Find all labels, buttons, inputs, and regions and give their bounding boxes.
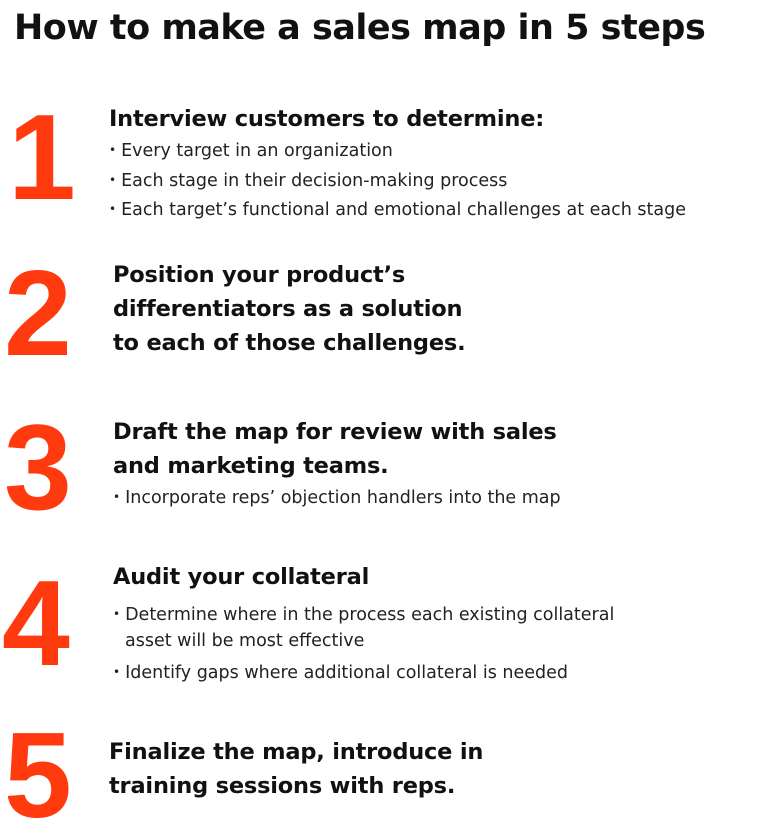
step-heading: Finalize the map, introduce in [109,739,484,765]
step-number-5: 5 [4,707,72,837]
step-number-4: 4 [2,555,70,691]
step-heading: differentiators as a solution [113,296,463,322]
page-title: How to make a sales map in 5 steps [14,8,706,48]
bullet: Each target’s functional and emotional c… [109,195,686,225]
step-number-2: 2 [4,245,72,381]
step-2: Position your product’s differentiators … [113,258,466,360]
bullet: Determine where in the process each exis… [113,600,614,630]
step-heading: Draft the map for review with sales [113,419,557,445]
step-number-3: 3 [4,399,72,535]
step-heading: Interview customers to determine: [109,106,545,132]
step-heading: Position your product’s [113,262,406,288]
step-1: Interview customers to determine: Every … [109,102,686,225]
bullet-continuation: asset will be most effective [125,630,365,651]
step-5: Finalize the map, introduce in training … [109,735,483,803]
step-number-1: 1 [8,89,76,225]
step-3: Draft the map for review with sales and … [113,415,561,513]
bullet: Each stage in their decision-making proc… [109,166,686,196]
step-heading: to each of those challenges. [113,330,466,356]
bullet: Identify gaps where additional collatera… [113,658,614,688]
bullet: Every target in an organization [109,136,686,166]
bullet: Incorporate reps’ objection handlers int… [113,483,561,513]
step-heading: training sessions with reps. [109,773,456,799]
step-heading: and marketing teams. [113,453,389,479]
step-heading: Audit your collateral [113,564,370,590]
step-4: Audit your collateral Determine where in… [113,560,614,687]
